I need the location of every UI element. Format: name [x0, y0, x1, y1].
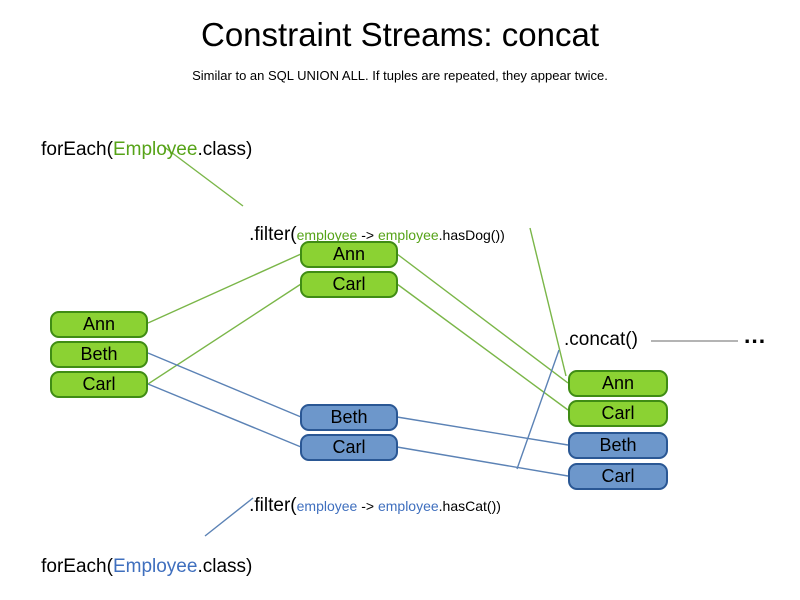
filter-dog-receiver: employee: [377, 227, 439, 243]
filter-hascat-label: .filter(employee -> employee.hasCat()): [228, 473, 501, 539]
edge-cat-beth-to-concat-beth: [396, 416, 569, 446]
edge-foreach-to-filter-cat: [204, 497, 254, 537]
concat-box-carl-green: Carl: [568, 400, 668, 427]
source-box-beth: Beth: [50, 341, 148, 368]
foreach-cat-suffix: .class): [197, 556, 253, 577]
concat-box-ann: Ann: [568, 370, 668, 397]
foreach-cat-label: forEach(Employee.class): [20, 534, 252, 600]
subtitle: Similar to an SQL UNION ALL. If tuples a…: [192, 68, 608, 83]
concat-box-carl-blue: Carl: [568, 463, 668, 490]
concat-box-beth: Beth: [568, 432, 668, 459]
source-box-ann: Ann: [50, 311, 148, 338]
hasdog-box-carl: Carl: [300, 271, 398, 298]
foreach-cat-prefix: forEach(: [41, 556, 113, 577]
filter-dog-arrow: ->: [357, 227, 378, 243]
hascat-box-carl: Carl: [300, 434, 398, 461]
edge-source-carl-to-cat-carl: [147, 383, 302, 448]
edge-foreach-to-filter-dog: [162, 145, 244, 207]
filter-cat-receiver: employee: [377, 498, 439, 514]
page-title: Constraint Streams: concat: [201, 16, 599, 53]
edge-source-carl-to-dog-carl: [147, 283, 302, 385]
filter-cat-arrow: ->: [357, 498, 378, 514]
edge-source-beth-to-cat-beth: [147, 352, 302, 418]
edge-dog-ann-to-concat-ann: [396, 253, 569, 384]
ellipsis: ...: [744, 322, 767, 348]
foreach-dog-class: Employee: [112, 139, 198, 160]
foreach-dog-label: forEach(Employee.class): [20, 117, 252, 183]
filter-cat-param: employee: [296, 498, 358, 514]
concat-label: .concat(): [564, 329, 638, 350]
filter-hasdog-label: .filter(employee -> employee.hasDog()): [228, 202, 505, 268]
hascat-box-beth: Beth: [300, 404, 398, 431]
edge-filter-cat-to-concat: [516, 349, 560, 470]
filter-dog-suffix: .hasDog()): [438, 227, 505, 243]
filter-dog-prefix: .filter(: [249, 224, 297, 245]
foreach-dog-suffix: .class): [197, 139, 253, 160]
edge-filter-dog-to-concat: [529, 227, 567, 377]
filter-cat-prefix: .filter(: [249, 495, 297, 516]
foreach-dog-prefix: forEach(: [41, 139, 113, 160]
edge-cat-carl-to-concat-carl: [396, 446, 569, 477]
foreach-cat-class: Employee: [112, 556, 198, 577]
source-box-carl: Carl: [50, 371, 148, 398]
edge-source-ann-to-dog-ann: [147, 253, 302, 324]
filter-dog-param: employee: [296, 227, 358, 243]
filter-cat-suffix: .hasCat()): [438, 498, 501, 514]
hasdog-box-ann: Ann: [300, 241, 398, 268]
edge-dog-carl-to-concat-carl: [396, 283, 569, 411]
